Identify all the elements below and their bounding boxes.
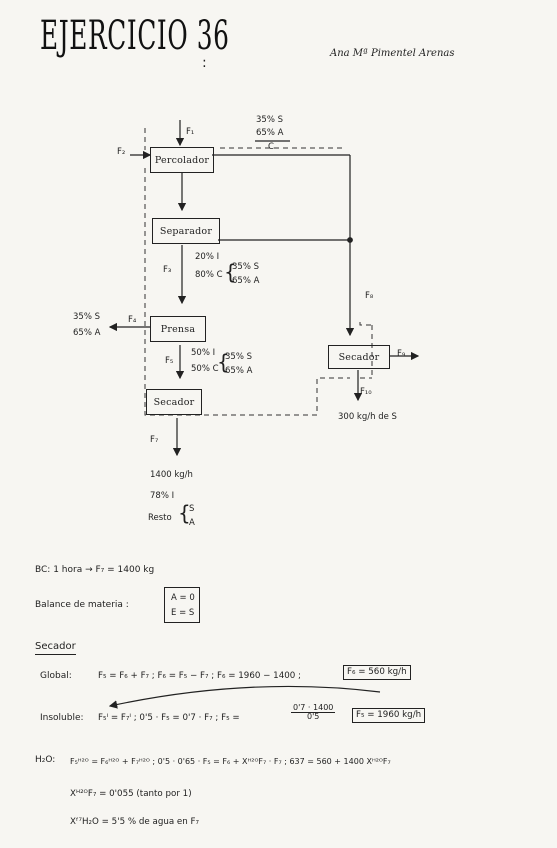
insoluble-fraction: 0'7 · 1400 0'5 — [291, 703, 336, 721]
brace-f5: { — [217, 350, 230, 374]
stream-f7: F₇ — [150, 435, 159, 445]
comp-f7-resto: Resto — [148, 513, 172, 523]
insoluble-equation: F₅ᴵ = F₇ᴵ ; 0'5 · F₅ = 0'7 · F₇ ; F₅ = — [98, 713, 240, 723]
h2o-label: H₂O: — [35, 755, 56, 765]
global-result: F₆ = 560 kg/h — [343, 665, 411, 680]
brace-f7: { — [178, 501, 191, 525]
comp-f5-ca: 65% A — [225, 366, 253, 376]
comp-f7-a: A — [189, 518, 195, 528]
fraction-denominator: 0'5 — [306, 712, 320, 721]
comp-f3-cs: 35% S — [232, 262, 259, 272]
balance-box-1: A = 0 — [171, 593, 195, 603]
comp-f3-ca: 65% A — [232, 276, 260, 286]
block-percolador: Percolador — [150, 147, 214, 173]
stream-f9: F₉ — [397, 349, 406, 359]
global-label: Global: — [40, 671, 72, 681]
stream-f4: F₄ — [128, 315, 137, 325]
x-h2o-value: Xᴴ²ᴼF₇ = 0'055 (tanto por 1) — [70, 789, 192, 799]
stream-f3: F₃ — [163, 265, 172, 275]
comp-f5-cs: 35% S — [225, 352, 252, 362]
stream-f8: F₈ — [365, 291, 374, 301]
h2o-equation: F₅ᴴ²ᴼ = F₆ᴴ²ᴼ + F₇ᴴ²ᴼ ; 0'5 · 0'65 · F₅ … — [70, 757, 391, 766]
balance-box-2: E = S — [171, 608, 195, 618]
block-separador: Separador — [152, 218, 220, 244]
block-secador-left: Secador — [146, 389, 202, 415]
comp-f5-i: 50% I — [191, 348, 216, 358]
comp-f3-i: 20% I — [195, 252, 220, 262]
comp-top-s: 35% S — [256, 115, 283, 125]
insoluble-label: Insoluble: — [40, 713, 84, 723]
title-colon: : — [202, 55, 207, 71]
comp-f10: 300 kg/h de S — [338, 412, 397, 422]
comp-f4-a: 65% A — [73, 328, 101, 338]
balance-label: Balance de materia : — [35, 600, 129, 610]
insoluble-result: F₅ = 1960 kg/h — [352, 708, 426, 723]
global-equation: F₅ = F₆ + F₇ ; F₆ = F₅ − F₇ ; F₆ = 1960 … — [98, 671, 301, 681]
stream-f1: F₁ — [186, 127, 195, 137]
comp-f5-c: 50% C — [191, 364, 219, 374]
comp-f7-s: S — [189, 504, 195, 514]
stream-c: C — [268, 142, 274, 152]
basis-calc: BC: 1 hora → F₇ = 1400 kg — [35, 565, 155, 575]
fraction-numerator: 0'7 · 1400 — [291, 703, 336, 713]
comp-top-a: 65% A — [256, 128, 284, 138]
comp-f7-i: 78% I — [150, 491, 175, 501]
stream-f10: F₁₀ — [360, 387, 372, 397]
brace-f3: { — [224, 260, 237, 284]
page-title: EJERCICIO 36 — [40, 13, 230, 59]
block-prensa: Prensa — [150, 316, 206, 342]
section-heading: Secador — [35, 642, 76, 655]
author-name: Ana Mª Pimentel Arenas — [330, 48, 455, 59]
stream-f2: F₂ — [117, 147, 126, 157]
comp-f4-s: 35% S — [73, 312, 100, 322]
stream-f5: F₅ — [165, 356, 174, 366]
block-secador-right: Secador — [328, 345, 390, 369]
x-h2o-percent: Xᶠ⁷H₂O = 5'5 % de agua en F₇ — [70, 817, 200, 827]
balance-box: A = 0 E = S — [164, 587, 200, 623]
comp-f7-flow: 1400 kg/h — [150, 470, 193, 480]
comp-f3-c: 80% C — [195, 270, 223, 280]
